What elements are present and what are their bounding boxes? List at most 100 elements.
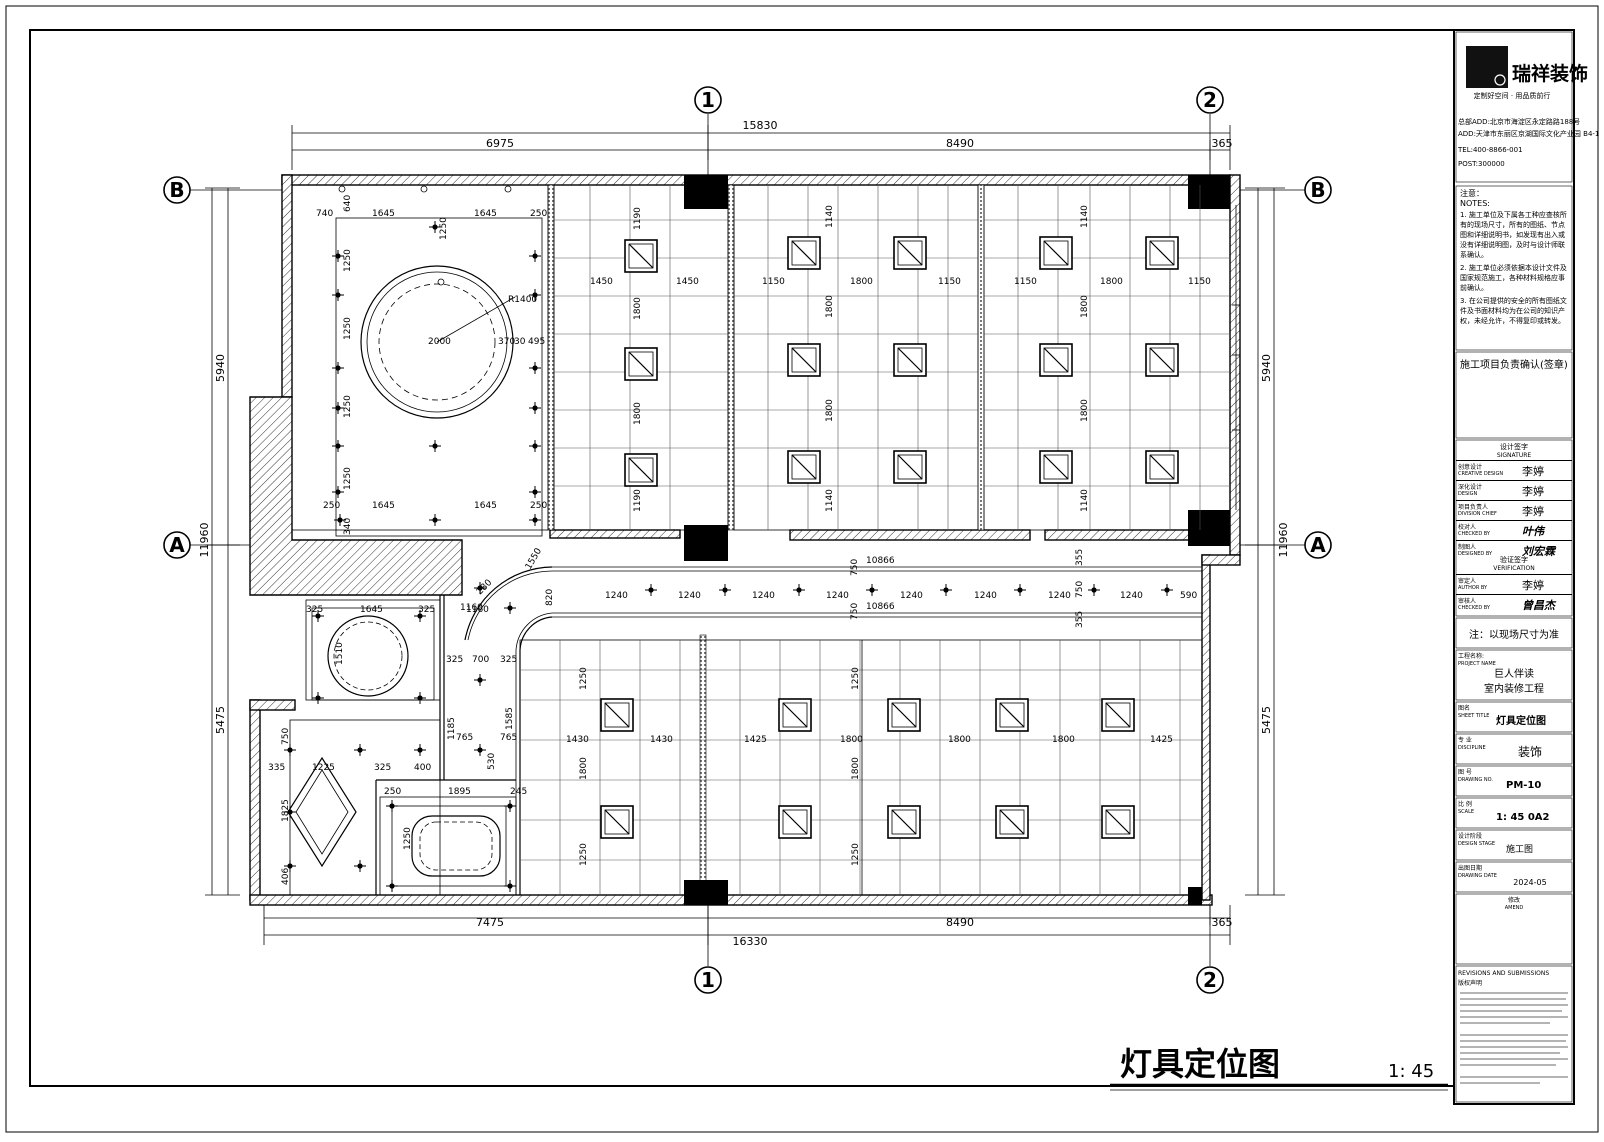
- company-logo: [1466, 46, 1508, 88]
- svg-text:1240: 1240: [678, 591, 701, 601]
- svg-text:修改: 修改: [1508, 896, 1520, 904]
- svg-text:1150: 1150: [1014, 277, 1037, 287]
- svg-text:1825: 1825: [281, 799, 291, 822]
- svg-text:820: 820: [545, 589, 555, 606]
- svg-text:1645: 1645: [372, 501, 395, 511]
- window-strip: [1232, 205, 1240, 510]
- dim-left-lower: 5475: [214, 706, 227, 734]
- svg-text:1: 45 0A2: 1: 45 0A2: [1496, 812, 1550, 823]
- svg-text:1645: 1645: [474, 209, 497, 219]
- svg-text:VERIFICATION: VERIFICATION: [1493, 565, 1535, 572]
- svg-text:1800: 1800: [851, 757, 861, 780]
- small-rooms-partitions: [375, 595, 516, 895]
- svg-text:设计签字: 设计签字: [1500, 442, 1528, 451]
- dim-top-mid: 8490: [946, 137, 974, 150]
- svg-text:1160: 1160: [460, 603, 483, 613]
- dim-right-lower: 5475: [1260, 706, 1273, 734]
- svg-text:1140: 1140: [825, 205, 835, 228]
- dim-bottom-total: 16330: [733, 935, 768, 948]
- svg-text:245: 245: [510, 787, 527, 797]
- dim-bottom-mid: 8490: [946, 916, 974, 929]
- svg-text:出图日期: 出图日期: [1458, 864, 1482, 872]
- svg-text:1800: 1800: [633, 402, 643, 425]
- svg-text:1240: 1240: [1048, 591, 1071, 601]
- svg-text:1430: 1430: [650, 735, 673, 745]
- axis-a-right: A: [1240, 531, 1332, 559]
- svg-text:1645: 1645: [360, 605, 383, 615]
- svg-text:1425: 1425: [744, 735, 767, 745]
- dim-bottom-left: 7475: [476, 916, 504, 929]
- svg-text:1250: 1250: [343, 249, 353, 272]
- svg-text:REVISIONS AND SUBMISSIONS: REVISIONS AND SUBMISSIONS: [1458, 970, 1549, 977]
- svg-text:1510: 1510: [335, 642, 345, 665]
- axis-1-bottom: 1: [694, 905, 722, 994]
- title-block: 瑞祥装饰 定制好空间 · 用品质前行 总部ADD:北京市海淀区永定路路188号 …: [1453, 29, 1599, 1105]
- svg-text:图名: 图名: [1458, 704, 1470, 712]
- svg-text:B: B: [1310, 178, 1325, 202]
- svg-text:250: 250: [323, 501, 340, 511]
- svg-text:325: 325: [374, 763, 391, 773]
- svg-text:370: 370: [498, 337, 515, 347]
- drawing-scale: 1: 45: [1388, 1061, 1434, 1082]
- svg-text:1250: 1250: [343, 467, 353, 490]
- columns: [684, 175, 1230, 905]
- svg-text:1240: 1240: [605, 591, 628, 601]
- svg-text:1190: 1190: [633, 489, 643, 512]
- svg-text:1185: 1185: [447, 717, 457, 740]
- axis-2-top: 2: [1196, 86, 1224, 185]
- svg-text:工程名称:: 工程名称:: [1458, 652, 1484, 660]
- svg-text:10866: 10866: [866, 556, 895, 566]
- svg-text:1895: 1895: [448, 787, 471, 797]
- axis-1-top: 1: [694, 86, 722, 185]
- svg-text:250: 250: [530, 501, 547, 511]
- notes-list: 1. 施工单位及下属各工种应查核所有的现场尺寸，所有的图纸、节点图和详细说明书，…: [1460, 210, 1568, 326]
- svg-text:DISCIPLINE: DISCIPLINE: [1458, 745, 1486, 751]
- svg-text:1800: 1800: [1080, 399, 1090, 422]
- svg-text:SIGNATURE: SIGNATURE: [1497, 452, 1532, 459]
- svg-text:1250: 1250: [439, 217, 449, 240]
- svg-text:1140: 1140: [1080, 205, 1090, 228]
- svg-text:比 例: 比 例: [1458, 800, 1472, 808]
- dim-right-mid: 11960: [1277, 523, 1290, 558]
- svg-text:1800: 1800: [825, 399, 835, 422]
- svg-text:AMEND: AMEND: [1505, 905, 1524, 911]
- svg-text:1240: 1240: [974, 591, 997, 601]
- svg-text:2: 2: [1203, 88, 1217, 112]
- small-round-room: [305, 599, 441, 705]
- svg-text:设计阶段: 设计阶段: [1458, 832, 1482, 840]
- svg-text:765: 765: [500, 733, 517, 743]
- upper-room-3: [983, 184, 1231, 531]
- svg-text:250: 250: [384, 787, 401, 797]
- svg-text:1250: 1250: [579, 667, 589, 690]
- svg-text:325: 325: [306, 605, 323, 615]
- svg-text:1800: 1800: [948, 735, 971, 745]
- svg-text:1140: 1140: [825, 489, 835, 512]
- svg-text:1450: 1450: [676, 277, 699, 287]
- svg-text:495: 495: [528, 337, 545, 347]
- svg-text:1645: 1645: [372, 209, 395, 219]
- svg-text:SHEET TITLE: SHEET TITLE: [1458, 713, 1489, 719]
- svg-text:10866: 10866: [866, 602, 895, 612]
- svg-text:406: 406: [281, 868, 291, 885]
- svg-text:280: 280: [475, 578, 494, 597]
- svg-text:750: 750: [850, 603, 860, 620]
- svg-text:1450: 1450: [590, 277, 613, 287]
- svg-text:1250: 1250: [343, 317, 353, 340]
- svg-text:室内装修工程: 室内装修工程: [1484, 682, 1544, 695]
- svg-text:1: 1: [701, 968, 715, 992]
- small-rooms-dims: 325 1645 325 1510 325 700 325 1160 750 3…: [268, 603, 527, 885]
- svg-text:750: 750: [1075, 581, 1085, 598]
- svg-text:1: 1: [701, 88, 715, 112]
- svg-text:325: 325: [446, 655, 463, 665]
- svg-text:335: 335: [268, 763, 285, 773]
- svg-text:TEL:400-8866-001: TEL:400-8866-001: [1457, 146, 1523, 154]
- svg-text:1240: 1240: [752, 591, 775, 601]
- svg-text:1150: 1150: [1188, 277, 1211, 287]
- svg-text:1190: 1190: [633, 207, 643, 230]
- svg-text:1240: 1240: [900, 591, 923, 601]
- svg-text:1240: 1240: [826, 591, 849, 601]
- svg-text:1800: 1800: [825, 295, 835, 318]
